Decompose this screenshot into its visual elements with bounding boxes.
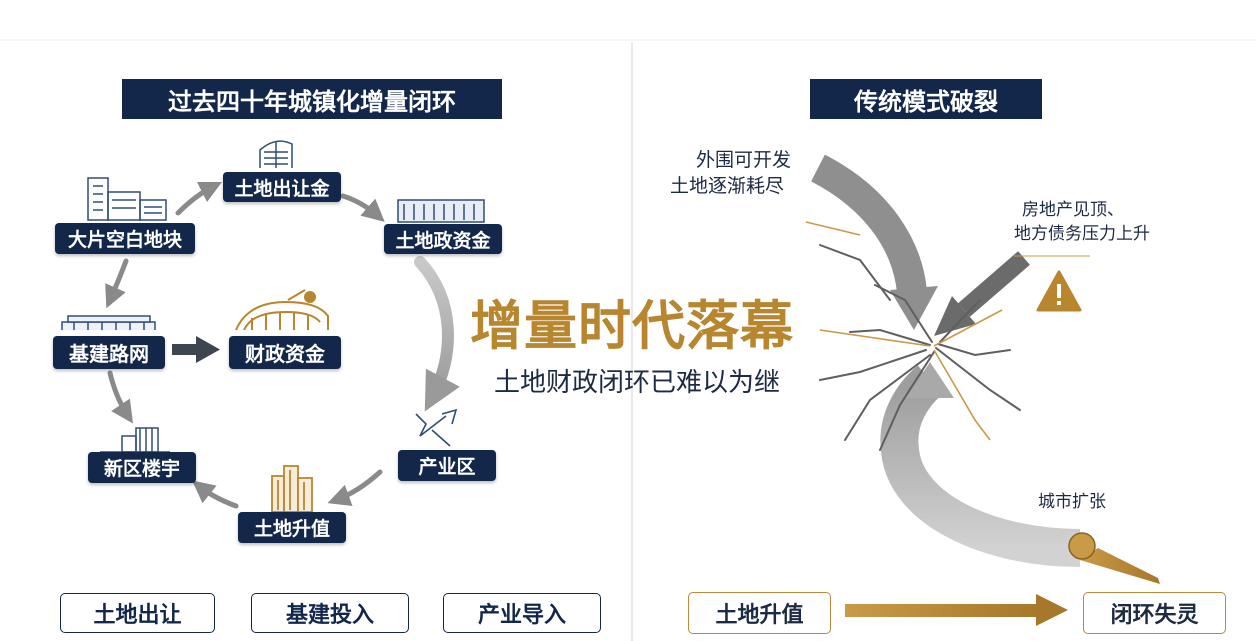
note-urban-expansion: 城市扩张: [1038, 492, 1106, 512]
bottom-box-infra-investment: 基建投入: [251, 593, 409, 633]
node-land-appreciation: 土地升值: [238, 512, 346, 543]
node-infrastructure-network: 基建路网: [53, 336, 165, 369]
office-tower-icon: [259, 140, 293, 168]
crack-lines: [819, 244, 1021, 451]
subline: 土地财政闭环已难以为继: [494, 368, 781, 398]
crack-highlights: [805, 221, 1003, 441]
node-industrial-zone: 产业区: [398, 450, 496, 481]
stadium-icon: [235, 289, 329, 331]
government-building-icon: [397, 199, 485, 223]
arrow-plots-to-infra: [105, 258, 129, 309]
arrow-outer-land: [810, 154, 927, 294]
arrow-debt-pressure: [958, 251, 1030, 317]
note-debt-line2: 地方债务压力上升: [1014, 224, 1150, 244]
note-outer-land-line1: 外围可开发: [696, 149, 792, 171]
node-new-district-buildings: 新区楼宇: [88, 452, 196, 483]
node-fiscal-funds: 财政资金: [229, 336, 341, 369]
cycle-arrows: [105, 181, 385, 509]
arrow-debt-pressure-head: [934, 296, 976, 336]
box-loop-failure: 闭环失灵: [1083, 592, 1226, 634]
node-large-blank-plots: 大片空白地块: [55, 223, 195, 254]
bottom-box-land-transfer: 土地出让: [60, 593, 215, 633]
broken-loop-marker: [1068, 532, 1160, 584]
bank-building-icon: [61, 315, 156, 330]
arrow-infra-to-fiscal: [172, 336, 220, 363]
expansion-arc-head: [906, 362, 954, 398]
right-title: 传统模式破裂: [810, 79, 1042, 119]
industrial-arrows-icon: [415, 408, 458, 447]
headline: 增量时代落幕: [470, 296, 794, 357]
bottom-gold-arrow: [845, 594, 1068, 626]
arrow-infra-to-district: [107, 370, 133, 424]
left-title: 过去四十年城镇化增量闭环: [122, 79, 502, 119]
note-debt-line1: 房地产见顶、: [1022, 200, 1124, 220]
arrow-zone-to-appreciation: [327, 469, 383, 506]
expansion-arc: [880, 365, 1081, 567]
arrow-outer-land-head: [890, 286, 938, 330]
skyscraper-icon: [271, 465, 313, 513]
arrow-fee-to-funds: [340, 193, 385, 222]
apartment-icon: [100, 427, 170, 453]
arrow-appreciation-to-district: [191, 480, 239, 509]
box-land-appreciation: 土地升值: [688, 592, 831, 634]
arrow-plots-to-fee: [175, 181, 223, 216]
node-land-transfer-fee: 土地出让金: [223, 172, 341, 202]
node-land-fiscal-funds: 土地政资金: [384, 224, 502, 254]
arrow-funds-to-zone: [414, 256, 460, 412]
warning-icon: [1036, 270, 1082, 312]
bottom-box-industry-import: 产业导入: [443, 593, 601, 633]
building-cluster-icon: [87, 177, 167, 221]
note-outer-land-line2: 土地逐渐耗尽: [670, 175, 785, 197]
